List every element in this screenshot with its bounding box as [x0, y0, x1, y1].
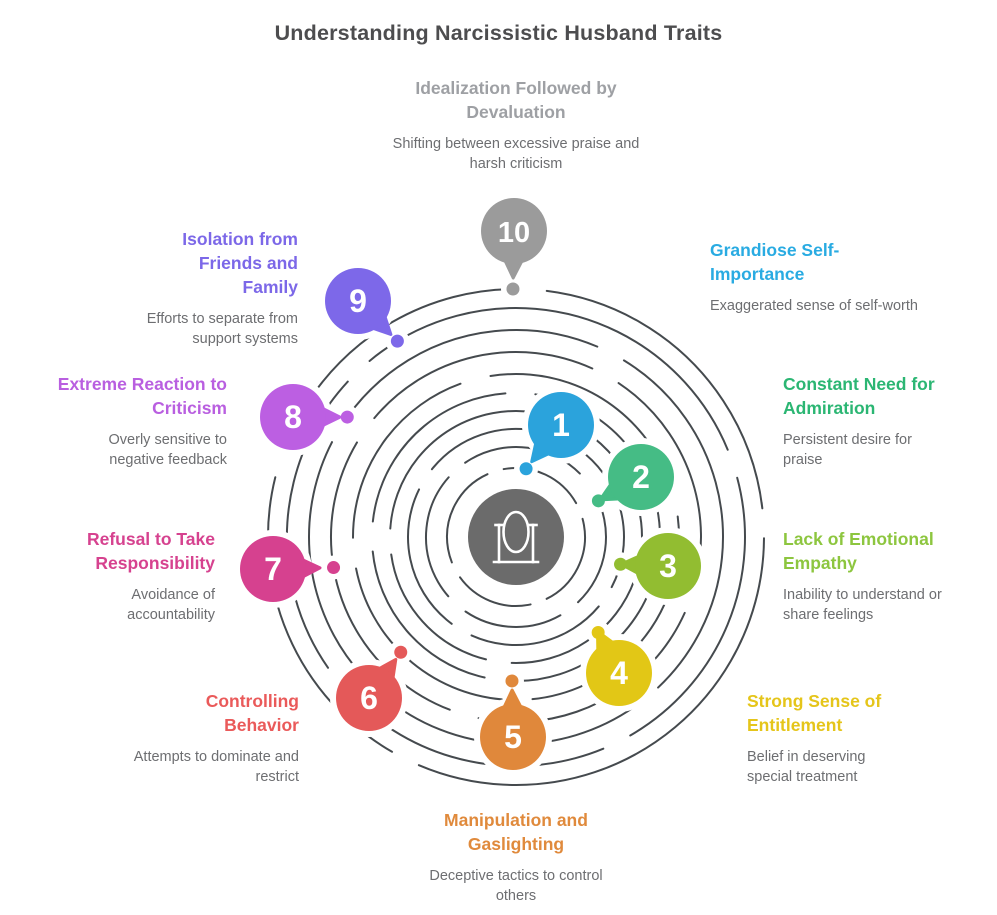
trait-dot-10 [506, 282, 520, 296]
trait-dot-5 [505, 674, 519, 688]
trait-dot-7 [327, 561, 341, 575]
bubble-circle [480, 704, 546, 770]
trait-number: 7 [264, 551, 282, 587]
trait-dot-2 [591, 494, 605, 508]
trait-description: Exaggerated sense of self-worth [710, 298, 918, 314]
trait-heading: Extreme Reaction to Criticism [57, 374, 227, 418]
trait-bubble-9: 9 [325, 268, 393, 336]
trait-dot-6 [394, 645, 408, 659]
trait-heading: Strong Sense of Entitlement [747, 691, 882, 735]
trait-bubble-5: 5 [480, 688, 546, 770]
trait-bubble-7: 7 [240, 536, 322, 602]
trait-heading: Grandiose Self-Importance [710, 240, 840, 284]
mirror-icon [492, 510, 540, 564]
trait-bubble-8: 8 [260, 384, 342, 450]
trait-bubble-10: 10 [481, 198, 547, 280]
trait-heading: Controlling Behavior [205, 691, 299, 735]
trait-description: Persistent desire for praise [783, 432, 912, 468]
trait-dot-1 [519, 462, 533, 476]
trait-number: 4 [610, 655, 628, 691]
bubble-circle [325, 268, 391, 334]
trait-description: Deceptive tactics to control others [429, 868, 603, 904]
trait-description: Avoidance of accountability [127, 587, 215, 623]
trait-number: 8 [284, 399, 302, 435]
trait-bubble-1: 1 [528, 392, 594, 464]
bubble-circle [528, 392, 594, 458]
trait-description: Shifting between excessive praise and ha… [392, 136, 640, 172]
center-circle [468, 489, 564, 585]
bubble-circle [635, 533, 701, 599]
bubble-circle [260, 384, 326, 450]
bubble-circle [586, 640, 652, 706]
trait-description: Attempts to dominate and restrict [133, 749, 299, 785]
trait-heading: Refusal to Take Responsibility [86, 529, 215, 573]
trait-dot-8 [340, 410, 354, 424]
trait-number: 5 [504, 719, 522, 755]
trait-number: 6 [360, 680, 378, 716]
trait-heading: Manipulation and Gaslighting [444, 810, 588, 854]
trait-heading: Lack of Emotional Empathy [783, 529, 934, 573]
trait-bubble-4: 4 [586, 629, 652, 706]
trait-bubble-2: 2 [598, 444, 674, 510]
trait-heading: Isolation from Friends and Family [182, 229, 298, 297]
trait-description: Efforts to separate from support systems [146, 311, 298, 347]
trait-bubble-6: 6 [336, 657, 402, 731]
bubble-circle [336, 665, 402, 731]
trait-number: 9 [349, 283, 367, 319]
center-node [468, 489, 564, 585]
trait-dot-9 [390, 334, 404, 348]
page-title: Understanding Narcissistic Husband Trait… [274, 21, 723, 45]
bubble-circle [481, 198, 547, 264]
trait-number: 2 [632, 459, 650, 495]
trait-heading: Constant Need for Admiration [783, 374, 935, 418]
bubble-circle [608, 444, 674, 510]
trait-heading: Idealization Followed by Devaluation [415, 78, 617, 122]
trait-description: Belief in deserving special treatment [747, 749, 866, 785]
trait-dot-4 [591, 626, 605, 640]
trait-number: 3 [659, 548, 677, 584]
spiral-ring [446, 466, 586, 607]
trait-dot-3 [614, 557, 628, 571]
trait-description: Overly sensitive to negative feedback [108, 432, 227, 468]
trait-number: 1 [552, 407, 570, 443]
trait-description: Inability to understand or share feeling… [783, 587, 942, 623]
trait-number: 10 [498, 217, 530, 249]
trait-bubble-3: 3 [619, 533, 701, 599]
bubble-circle [240, 536, 306, 602]
